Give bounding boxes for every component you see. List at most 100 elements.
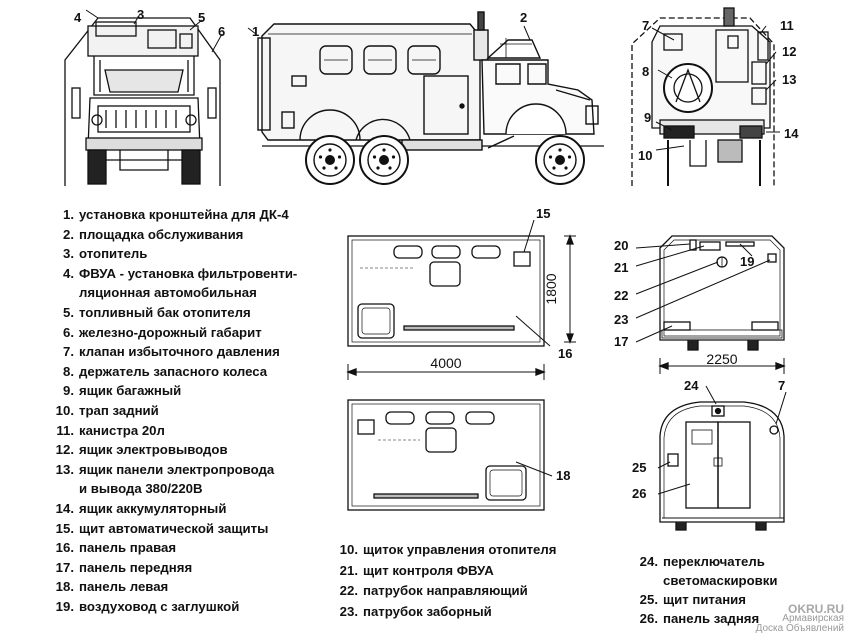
callout-12: 12	[782, 44, 796, 59]
callout-15: 15	[536, 206, 550, 221]
rear-view-callouts: 7 8 9 10 11 12 13 14	[638, 18, 799, 163]
legend-text: площадка обслуживания	[79, 226, 244, 242]
watermark-board: Доска Объявлений	[755, 623, 844, 634]
legend-number: 23.	[339, 603, 358, 619]
legend-text: топливный бак отопителя	[79, 304, 251, 320]
legend-text: патрубок направляющий	[363, 583, 528, 598]
wheel-rear-1	[305, 135, 355, 185]
legend-indent	[52, 479, 74, 499]
callout-6: 6	[218, 24, 225, 39]
legend-number: 5.	[63, 304, 74, 320]
legend-text: ящик панели электропровода	[79, 461, 275, 477]
callout-21: 21	[614, 260, 628, 275]
wheel-front	[535, 135, 585, 185]
legend-item: 9. ящик багажный	[52, 381, 297, 401]
legend-text-continuation: и вывода 380/220В	[79, 481, 203, 497]
callout-8: 8	[642, 64, 649, 79]
callout-1: 1	[252, 24, 259, 39]
legend-number: 24.	[639, 554, 658, 569]
legend-item: 10.щиток управления отопителя	[336, 540, 557, 561]
legend-number: 17.	[55, 559, 74, 575]
legend-text: клапан избыточного давления	[79, 344, 280, 360]
callout-24: 24	[684, 378, 699, 393]
legend-number: 21.	[339, 562, 358, 578]
callout-7-rear: 7	[778, 378, 785, 393]
legend-number: 10.	[55, 402, 74, 418]
legend-item: 1.установка кронштейна для ДК-4	[52, 205, 297, 225]
legend-item: 23.патрубок заборный	[336, 602, 556, 623]
legend-number: 4.	[63, 265, 74, 281]
legend-item: 3. отопитель	[52, 244, 297, 264]
legend-item: 16.панель правая	[52, 538, 297, 558]
legend-item: 4.ФВУА - установка фильтровенти-	[52, 264, 297, 284]
legend-item: 13.ящик панели электропровода	[52, 460, 297, 480]
legend-number: 15.	[55, 520, 74, 536]
legend-text: переключатель	[663, 554, 765, 569]
legend-number: 18.	[55, 579, 74, 595]
legend-text: отопитель	[79, 246, 148, 262]
callout-17: 17	[614, 334, 628, 349]
legend-item: 18. панель левая	[52, 577, 297, 597]
legend-item-continuation: и вывода 380/220В	[52, 479, 297, 499]
legend-item: 14.ящик аккумуляторный	[52, 499, 297, 519]
legend-number: 8.	[63, 363, 74, 379]
side-view-callouts: 1 2	[252, 10, 527, 39]
legend-number: 2.	[63, 226, 74, 242]
callout-13: 13	[782, 72, 796, 87]
dimension-width: 2250	[706, 351, 737, 367]
legend-text: щит автоматической защиты	[79, 520, 269, 536]
callout-4: 4	[74, 10, 82, 25]
callout-16: 16	[558, 346, 572, 361]
callout-20: 20	[614, 238, 628, 253]
callout-22: 22	[614, 288, 628, 303]
dimension-length: 4000	[430, 355, 461, 371]
legend-text: щит питания	[663, 592, 746, 607]
legend-item: 25. щит питания	[636, 590, 777, 609]
callout-23: 23	[614, 312, 628, 327]
legend-number: 3.	[63, 246, 74, 262]
callout-19: 19	[740, 254, 754, 269]
legend-number: 10.	[339, 542, 358, 557]
legend-text: установка кронштейна для ДК-4	[79, 207, 289, 222]
legend-text: панель левая	[79, 579, 169, 595]
legend-text: ящик электровыводов	[79, 442, 228, 458]
legend-item: 6.железно-дорожный габарит	[52, 323, 297, 343]
legend-number: 6.	[63, 324, 74, 340]
legend-number: 9.	[63, 383, 74, 399]
legend-number: 7.	[63, 344, 74, 360]
legend-text: ящик аккумуляторный	[79, 500, 227, 516]
legend-text: панель передняя	[79, 559, 193, 575]
wheel-rear-2	[359, 135, 409, 185]
callout-18: 18	[556, 468, 570, 483]
legend-item: 21.щит контроля ФВУА	[336, 561, 556, 582]
legend-item: 5. топливный бак отопителя	[52, 303, 297, 323]
watermark-city: Армавирская	[782, 613, 844, 624]
interior-left-panel	[347, 399, 553, 511]
legend-text-continuation: ляционная автомобильная	[79, 285, 257, 301]
callout-26: 26	[632, 486, 646, 501]
interior-right-panel	[346, 219, 576, 380]
legend-number: 12.	[55, 442, 74, 458]
callout-11: 11	[780, 18, 794, 33]
dimension-height: 1800	[543, 273, 559, 304]
callout-5: 5	[198, 10, 205, 25]
legend-item: 19. воздуховод с заглушкой	[52, 597, 297, 617]
legend-number: 25.	[639, 592, 658, 607]
legend-item: 15. щит автоматической защиты	[52, 519, 297, 539]
legend-item: 24. переключатель	[636, 552, 777, 571]
front-panel-callouts: 20 21 19 22 23 17	[614, 238, 754, 349]
legend-item-continuation: ляционная автомобильная	[52, 283, 297, 303]
legend-text: канистра 20л	[79, 422, 165, 438]
interior-rear-panel	[657, 385, 787, 531]
legend-text: ящик багажный	[79, 383, 182, 399]
legend-text: панель задняя	[663, 611, 760, 626]
legend-number: 22.	[339, 583, 358, 598]
legend-number: 19.	[55, 598, 74, 614]
watermark-site: OKRU.RU	[788, 602, 844, 616]
legend-item-continuation: светомаскировки	[636, 571, 777, 590]
legend-text: воздуховод с заглушкой	[79, 598, 240, 614]
legend-item: 7. клапан избыточного давления	[52, 342, 297, 362]
